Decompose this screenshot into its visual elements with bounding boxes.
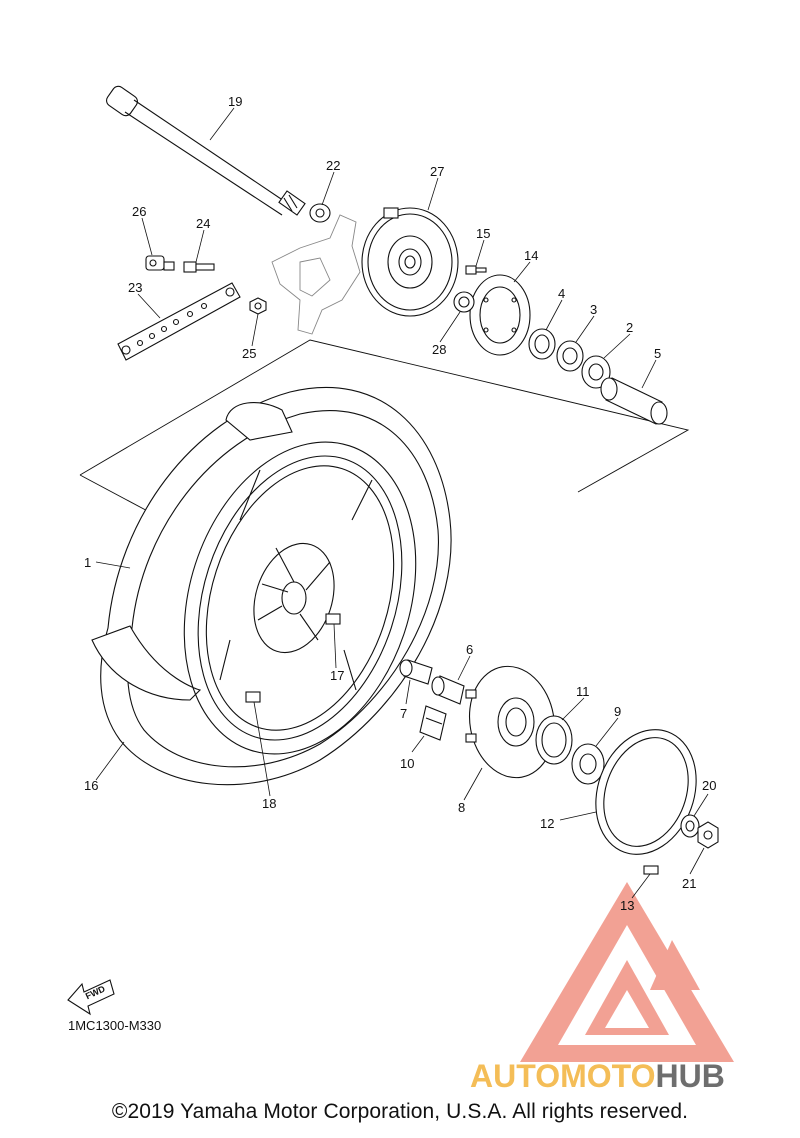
part-18-balance-weight [245,691,261,703]
fwd-arrow-icon [67,979,115,1016]
callout-1: 1 [84,555,91,570]
part-5-spacer [600,377,668,425]
part-14-sensor-rotor [469,274,531,356]
part-8-clutch-hub [465,665,556,779]
exploded-boundary-line-lower [79,474,156,516]
diagram-code: 1MC1300-M330 [68,1018,162,1033]
part-9-bearing [571,743,605,785]
callout-6: 6 [466,642,473,657]
part-20-washer [680,814,700,838]
part-17-valve [325,613,341,625]
callout-21: 21 [682,876,696,891]
callout-23: 23 [128,280,142,295]
callout-8: 8 [458,800,465,815]
part-22-washer [309,203,331,223]
part-24-bolt [183,261,215,273]
callout-25: 25 [242,346,256,361]
callout-15: 15 [476,226,490,241]
callout-3: 3 [590,302,597,317]
callout-28: 28 [432,342,446,357]
callout-11: 11 [576,684,590,699]
callout-24: 24 [196,216,210,231]
callout-22: 22 [326,158,340,173]
leader-lines [95,107,709,899]
part-26-clip [145,255,175,271]
part-2-bearing [581,355,611,389]
part-13-bolt [643,865,659,875]
callout-17: 17 [330,668,344,683]
callout-9: 9 [614,704,621,719]
callout-5: 5 [654,346,661,361]
part-21-nut [697,821,719,849]
caliper-bracket-ghost [271,214,361,335]
exploded-boundary-line [79,339,690,493]
callout-14: 14 [524,248,538,263]
callout-18: 18 [262,796,276,811]
callout-12: 12 [540,816,554,831]
callout-20: 20 [702,778,716,793]
copyright-notice: ©2019 Yamaha Motor Corporation, U.S.A. A… [111,1100,689,1123]
callout-19: 19 [228,94,242,109]
part-7-collar [399,659,433,685]
svg-text:AUTOMOTOHUB: AUTOMOTOHUB [470,1058,725,1094]
part-4-oil-seal [528,328,556,360]
callout-27: 27 [430,164,444,179]
wordmark-hub: HUB [655,1058,724,1094]
part-23-adjuster-plate [117,282,241,361]
callout-labels: 19 22 27 26 24 15 14 23 25 28 4 3 2 5 1 … [84,94,717,1001]
callout-2: 2 [626,320,633,335]
callout-13: 13 [620,898,634,913]
part-15-screw [465,265,487,275]
callout-16: 16 [84,778,98,793]
part-12-sprocket [595,729,697,855]
automotohub-logo-mark [520,882,734,1062]
part-19-axle [106,85,306,216]
automotohub-wordmark: AUTOMOTOHUB [470,1058,725,1094]
part-27-brake-shoe-plate [361,207,459,317]
part-28-collar [453,291,475,313]
part-25-nut [249,297,267,315]
part-11-oil-seal [535,715,573,765]
callout-10: 10 [400,756,414,771]
wordmark-automoto: AUTOMOTO [470,1058,655,1094]
part-10-damper [419,705,447,741]
callout-26: 26 [132,204,146,219]
part-3-bearing [556,340,584,372]
callout-7: 7 [400,706,407,721]
part-6-bearing [431,675,465,705]
callout-4: 4 [558,286,565,301]
